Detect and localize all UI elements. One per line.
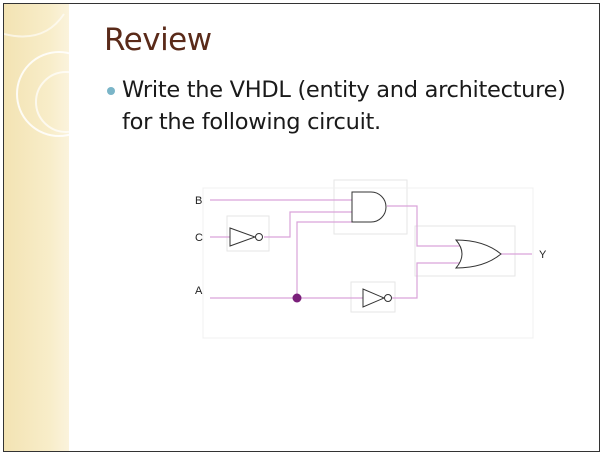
decorative-arcs [4,13,102,137]
circuit-diagram: B C A Y [195,179,547,339]
and-gate [351,191,387,223]
input-label-b: B [195,195,202,207]
diagram-frame [202,187,534,339]
bullet-text: Write the VHDL (entity and architecture)… [122,74,592,138]
input-label-a: A [195,285,203,297]
wire-and-out [387,205,460,247]
bullet-line-2: for the following circuit. [122,109,381,135]
bullet-icon [107,87,115,95]
slide: Review Write the VHDL (entity and archit… [3,3,600,452]
wire-notc [264,211,352,238]
and-gate-box [333,179,408,235]
junction-dot [292,293,302,303]
wire-a-branch [296,221,352,298]
or-gate [454,239,502,269]
wire-nota-out [392,262,460,299]
bullet-line-1: Write the VHDL (entity and architecture) [122,77,566,103]
not-gate-a [362,288,392,308]
not-gate-c-box [226,215,270,252]
input-label-c: C [195,232,203,244]
slide-title: Review [104,22,212,58]
not-gate-a-box [350,281,396,313]
or-gate-box [414,225,516,277]
not-gate-c [229,227,263,247]
wires [210,199,532,299]
side-band [4,4,69,451]
output-label-y: Y [539,249,547,261]
